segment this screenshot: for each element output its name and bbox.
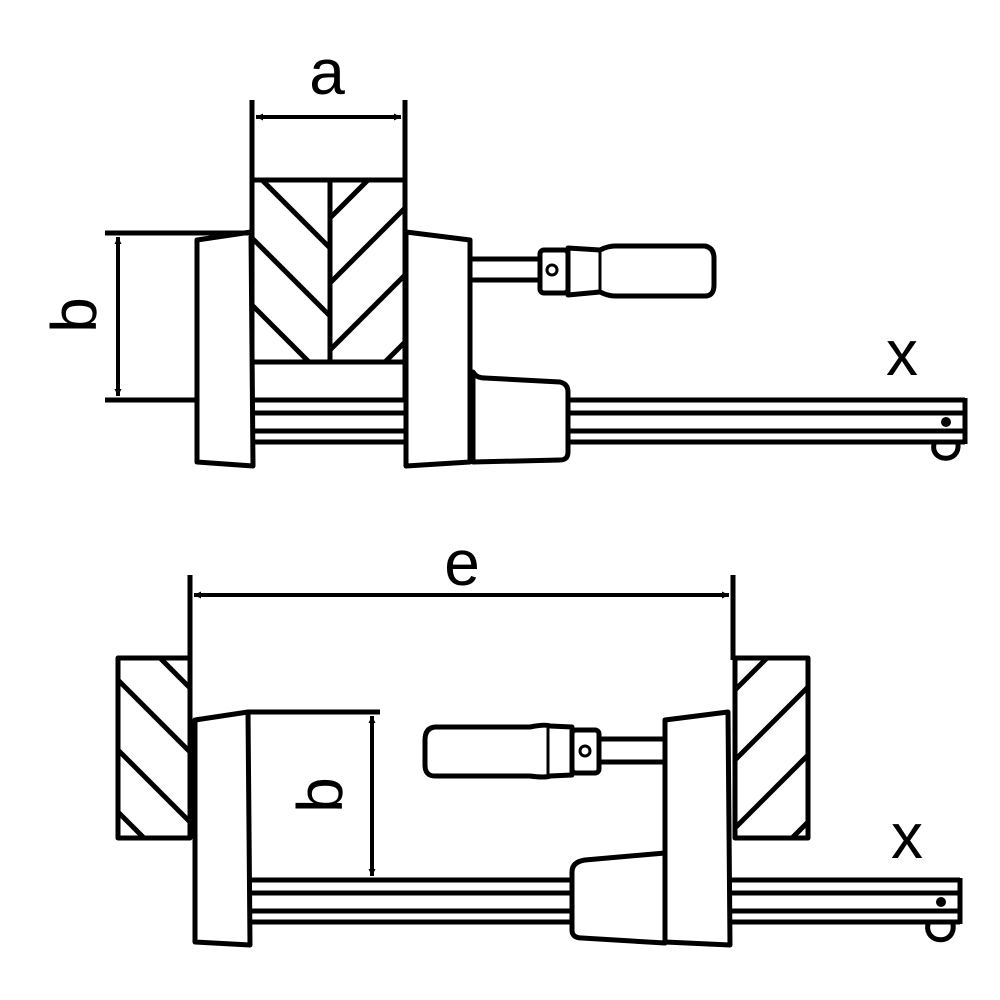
- label-x-bottom: x: [891, 800, 923, 872]
- screw-handle-top[interactable]: [472, 243, 717, 299]
- fixed-jaw-bottom: [192, 709, 253, 948]
- fixed-jaw-top: [194, 229, 256, 469]
- workpiece-left: [115, 655, 193, 841]
- movable-jaw-bottom: [569, 709, 733, 948]
- label-b-top: b: [38, 297, 110, 333]
- bottom-clamp: e b x: [115, 527, 963, 948]
- label-a: a: [309, 36, 345, 108]
- collar-pin-icon: [545, 263, 559, 277]
- screw-handle-bottom[interactable]: [422, 722, 665, 780]
- movable-jaw-top: [403, 229, 571, 469]
- workpiece-right: [732, 655, 811, 841]
- handle-grip[interactable]: [565, 243, 717, 299]
- dimension-b-top: [105, 230, 248, 396]
- label-e: e: [444, 527, 480, 599]
- top-clamp: a b x: [38, 36, 968, 469]
- label-b-bottom: b: [284, 777, 356, 813]
- bar-end-pin: [941, 417, 951, 427]
- screw-collar: [537, 247, 571, 296]
- label-x-top: x: [886, 317, 918, 389]
- bar-end-stop: [925, 923, 956, 943]
- handle-grip[interactable]: [422, 722, 575, 780]
- bar-end-pin: [936, 897, 946, 907]
- bar-end-stop: [931, 443, 961, 461]
- dimension-a: [249, 100, 408, 182]
- screw-collar: [569, 727, 602, 776]
- collar-pin-icon: [578, 744, 592, 758]
- workpiece-top: [249, 177, 408, 403]
